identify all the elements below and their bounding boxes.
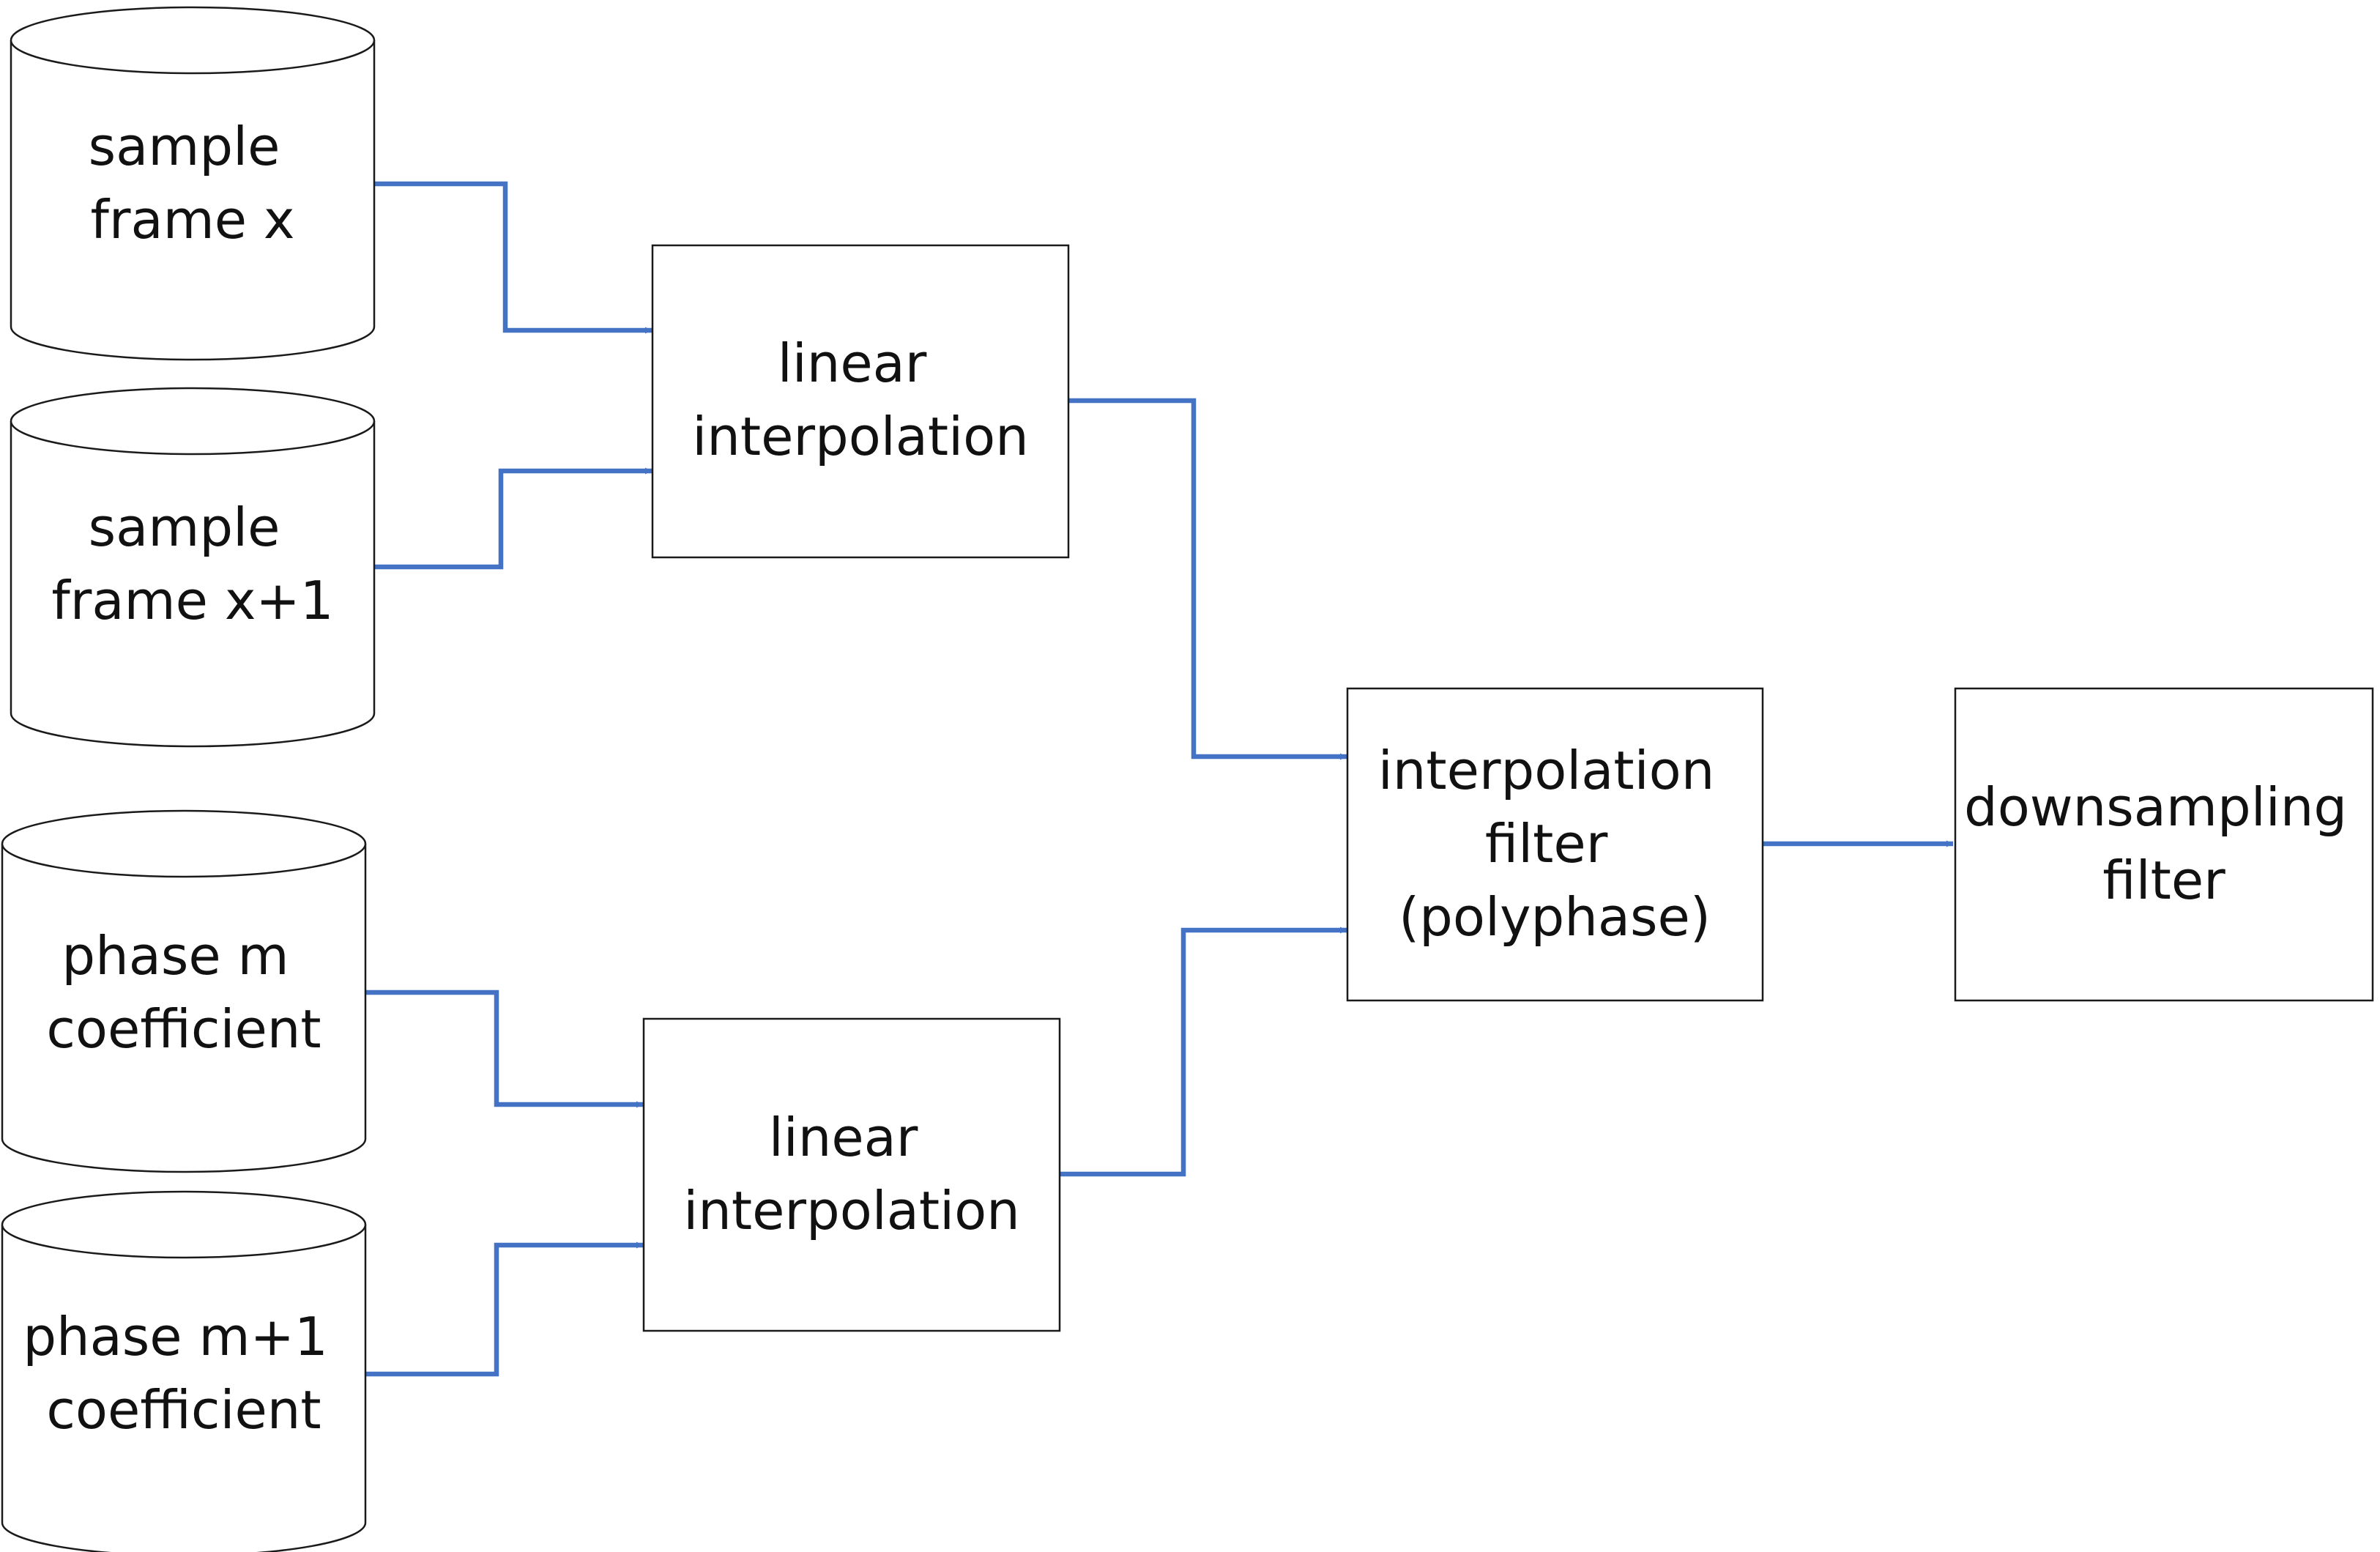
label-line: filter xyxy=(1485,813,1608,875)
label-line: coefficient xyxy=(46,1379,321,1441)
cylinder-top xyxy=(10,6,376,75)
node-phase-m-coefficient: phase m coefficient xyxy=(1,809,367,1173)
edge-phase-m-to-linear-bottom xyxy=(365,990,643,1108)
box xyxy=(642,1017,1061,1332)
node-label: linear interpolation xyxy=(683,1107,1020,1241)
node-sample-frame-x: sample frame x xyxy=(10,6,376,361)
label-line: sample xyxy=(89,116,280,177)
label-line: frame x+1 xyxy=(51,570,333,631)
node-sample-frame-x1: sample frame x+1 xyxy=(10,387,376,748)
box xyxy=(1346,687,1764,1002)
label-line: downsampling xyxy=(1964,776,2347,838)
node-label: sample frame x xyxy=(89,116,297,250)
box xyxy=(651,244,1070,559)
label-line: linear xyxy=(769,1107,918,1168)
node-label: phase m+1 coefficient xyxy=(23,1306,344,1441)
label-line: interpolation xyxy=(683,1180,1020,1241)
label-line: (polyphase) xyxy=(1399,886,1711,948)
label-line: sample xyxy=(89,497,280,558)
label-line: linear xyxy=(778,333,927,394)
label-line: phase m xyxy=(62,925,289,987)
cylinder-body xyxy=(1,1225,367,1552)
node-label: linear interpolation xyxy=(692,333,1029,467)
node-interpolation-filter: interpolation filter (polyphase) xyxy=(1346,687,1764,1002)
node-linear-interpolation-top: linear interpolation xyxy=(651,244,1070,559)
node-phase-m1-coefficient: phase m+1 coefficient xyxy=(1,1190,367,1552)
cylinder-body xyxy=(10,421,376,748)
node-label: downsampling filter xyxy=(1964,776,2364,911)
label-line: frame x xyxy=(91,189,295,250)
edge-phase-m1-to-linear-bottom xyxy=(365,1241,643,1377)
label-line: interpolation xyxy=(692,406,1029,467)
node-label: interpolation filter (polyphase) xyxy=(1378,740,1731,948)
edges-layer xyxy=(365,181,1953,1377)
label-line: phase m+1 xyxy=(23,1306,327,1367)
label-line: interpolation xyxy=(1378,740,1715,801)
label-line: coefficient xyxy=(46,998,321,1060)
cylinder-body xyxy=(1,844,367,1173)
edge-linear-top-to-interp-filter xyxy=(1068,398,1347,760)
node-label: phase m coefficient xyxy=(46,925,321,1060)
edge-sample-x-to-linear-top xyxy=(374,181,652,334)
edge-linear-bottom-to-interp-filter xyxy=(1060,927,1347,1177)
node-linear-interpolation-bottom: linear interpolation xyxy=(642,1017,1061,1332)
cylinder-top xyxy=(10,387,376,456)
edge-sample-x1-to-linear-top xyxy=(374,467,652,570)
label-line: filter xyxy=(2102,850,2225,911)
box xyxy=(1954,687,2374,1002)
node-downsampling-filter: downsampling filter xyxy=(1954,687,2374,1002)
cylinder-body xyxy=(10,40,376,361)
cylinder-top xyxy=(1,1190,367,1259)
node-label: sample frame x+1 xyxy=(51,497,333,631)
cylinder-top xyxy=(1,809,367,878)
